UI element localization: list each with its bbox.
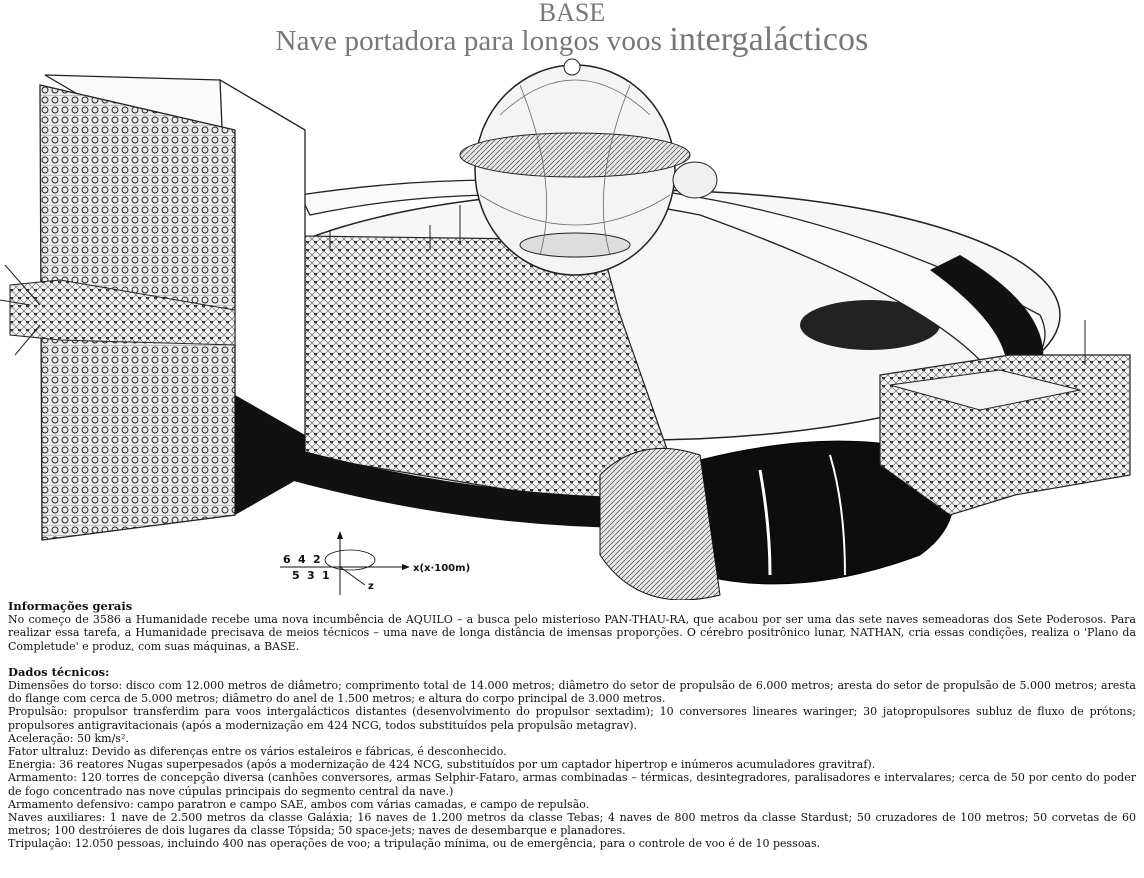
tech-item: Propulsão: propulsor transferdim para vo…: [8, 705, 1136, 732]
tech-item: Energia: 36 reatores Nugas superpesados …: [8, 758, 876, 772]
outer-ring-dark: [930, 255, 1044, 385]
tech-item: Armamento: 120 torres de concepção diver…: [8, 771, 1136, 798]
central-sphere-meridians: [479, 79, 671, 256]
axis-num-2: 2: [313, 553, 321, 566]
axis-num-6: 6: [283, 553, 291, 566]
axis-num-1: 1: [322, 569, 330, 582]
title-block: BASE Nave portadora para longos voos int…: [0, 0, 1144, 57]
central-sphere-top: [563, 58, 581, 76]
tech-item: Fator ultraluz: Devido as diferenças ent…: [8, 745, 507, 759]
tech-item: Dimensões do torso: disco com 12.000 met…: [8, 679, 1136, 706]
info-body: No começo de 3586 a Humanidade recebe um…: [8, 613, 1136, 653]
axis-z-label: z: [368, 581, 374, 592]
tech-item: Tripulação: 12.050 pessoas, incluindo 40…: [8, 837, 821, 851]
propulsion-block-shadow: [235, 395, 305, 515]
disc-opening: [800, 300, 940, 350]
axis-x-label: x(x·100m): [413, 563, 470, 574]
ship-cutaway-illustration: 6 4 2 5 3 1 x(x·100m) z y: [0, 58, 1131, 600]
tech-item: Naves auxiliares: 1 nave de 2.500 metros…: [8, 811, 1136, 838]
subtitle-emphasis: intergalácticos: [669, 21, 869, 58]
thruster-spikes: [0, 264, 41, 356]
ring-cross-section: [599, 447, 721, 600]
axis-num-5: 5: [292, 569, 300, 582]
page-subtitle: Nave portadora para longos voos intergal…: [0, 23, 1144, 57]
ring-segment-highlight: [758, 469, 772, 576]
central-sphere-band: [459, 132, 691, 178]
small-dome-right: [672, 161, 718, 199]
axis-num-4: 4: [298, 553, 306, 566]
page-title: BASE: [538, 0, 606, 27]
disc-masts: [329, 205, 461, 250]
central-sphere-base: [519, 232, 631, 258]
ring-segment-highlight: [829, 454, 846, 576]
thruster-arm: [9, 279, 236, 346]
info-heading: Informações gerais: [8, 599, 133, 613]
axis-diagram: 6 4 2 5 3 1 x(x·100m) z y: [280, 531, 470, 595]
article-text: Informações gerais No começo de 3586 a H…: [8, 599, 1136, 851]
right-hangar-deck: [889, 369, 1081, 411]
axis-num-3: 3: [307, 569, 315, 582]
tech-heading: Dados técnicos:: [8, 664, 110, 679]
subtitle-text: Nave portadora para longos voos: [275, 25, 662, 57]
tech-item: Armamento defensivo: campo paratron e ca…: [8, 797, 590, 811]
tech-item: Aceleração: 50 km/s².: [8, 731, 129, 745]
